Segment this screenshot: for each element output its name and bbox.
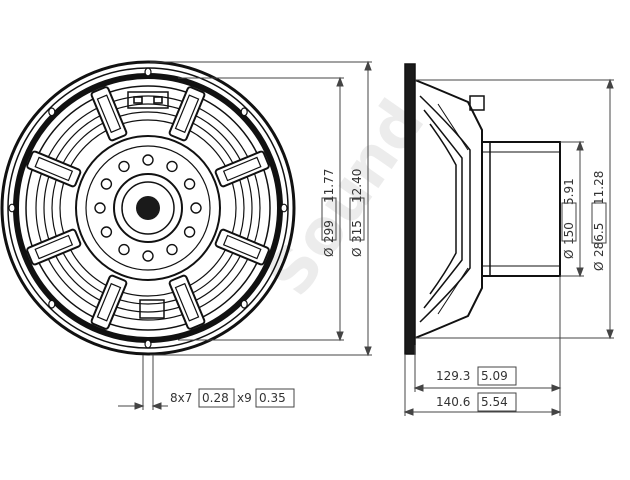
depth-1-mm: 129.3 <box>436 369 470 383</box>
depth-2-inch: 5.54 <box>481 395 508 409</box>
side-terminal <box>469 95 485 111</box>
dim-magnet-inch: 5.91 <box>562 178 576 205</box>
dim-cutout-symbol: Ø <box>592 262 606 271</box>
magnet-ring <box>75 135 221 281</box>
basket-spoke <box>168 274 206 330</box>
basket-outline <box>414 79 483 339</box>
front-view <box>0 60 296 356</box>
vent-holes <box>94 154 202 262</box>
basket-spoke <box>214 228 270 266</box>
vent-hole <box>142 250 154 262</box>
dim-outer-symbol: Ø <box>350 248 364 257</box>
vent-hole <box>183 178 196 190</box>
basket-spoke <box>90 86 128 142</box>
vent-hole <box>118 243 130 256</box>
flange <box>404 63 416 355</box>
holes-count-size: 8x7 <box>170 391 192 405</box>
holes-inch-a: 0.28 <box>202 391 229 405</box>
top-terminal <box>127 91 169 109</box>
pole-vent-hole <box>136 196 160 220</box>
magnet-assembly <box>481 141 561 277</box>
basket-spoke <box>90 274 128 330</box>
vent-hole <box>142 154 154 166</box>
dim-magnet-symbol: Ø <box>562 250 576 259</box>
dim-outer-mm: 315 <box>350 220 364 243</box>
mounting-hole <box>240 107 248 117</box>
vent-hole <box>166 160 178 173</box>
basket-spokes <box>26 86 270 330</box>
mounting-hole <box>48 107 56 117</box>
mounting-hole <box>48 299 56 309</box>
basket-spoke <box>214 150 270 188</box>
dim-cutout-inch: 11.28 <box>592 171 606 205</box>
basket-spoke <box>26 228 82 266</box>
side-dimension-lines <box>403 78 614 416</box>
depth-1-inch: 5.09 <box>481 369 508 383</box>
holes-inch-b: 0.35 <box>259 391 286 405</box>
vent-hole <box>100 178 113 190</box>
mounting-hole <box>8 203 16 213</box>
vent-hole <box>94 202 106 214</box>
side-view <box>404 63 561 355</box>
vent-hole <box>166 243 178 256</box>
dim-inner-inch: 11.77 <box>322 169 336 203</box>
bottom-terminal <box>139 299 165 319</box>
mounting-hole <box>144 339 152 349</box>
dim-outer-inch: 12.40 <box>350 169 364 203</box>
basket-spoke <box>168 86 206 142</box>
mounting-hole <box>280 203 288 213</box>
vent-hole <box>190 202 202 214</box>
dim-inner-symbol: Ø <box>322 248 336 257</box>
basket-spoke <box>26 150 82 188</box>
dim-inner-mm: 299 <box>322 220 336 243</box>
vent-hole <box>183 226 196 238</box>
holes-x-size: x9 <box>237 391 252 405</box>
outer-frame-ring <box>0 60 296 356</box>
mounting-holes <box>8 67 288 349</box>
depth-2-mm: 140.6 <box>436 395 470 409</box>
vent-hole <box>118 160 130 173</box>
pole-ring <box>113 173 183 243</box>
mounting-hole <box>240 299 248 309</box>
dim-cutout-mm: 286.5 <box>592 223 606 257</box>
front-dimension-lines <box>118 60 372 410</box>
mounting-hole <box>144 67 152 77</box>
dim-magnet-mm: 150 <box>562 222 576 245</box>
vent-hole <box>100 226 113 238</box>
